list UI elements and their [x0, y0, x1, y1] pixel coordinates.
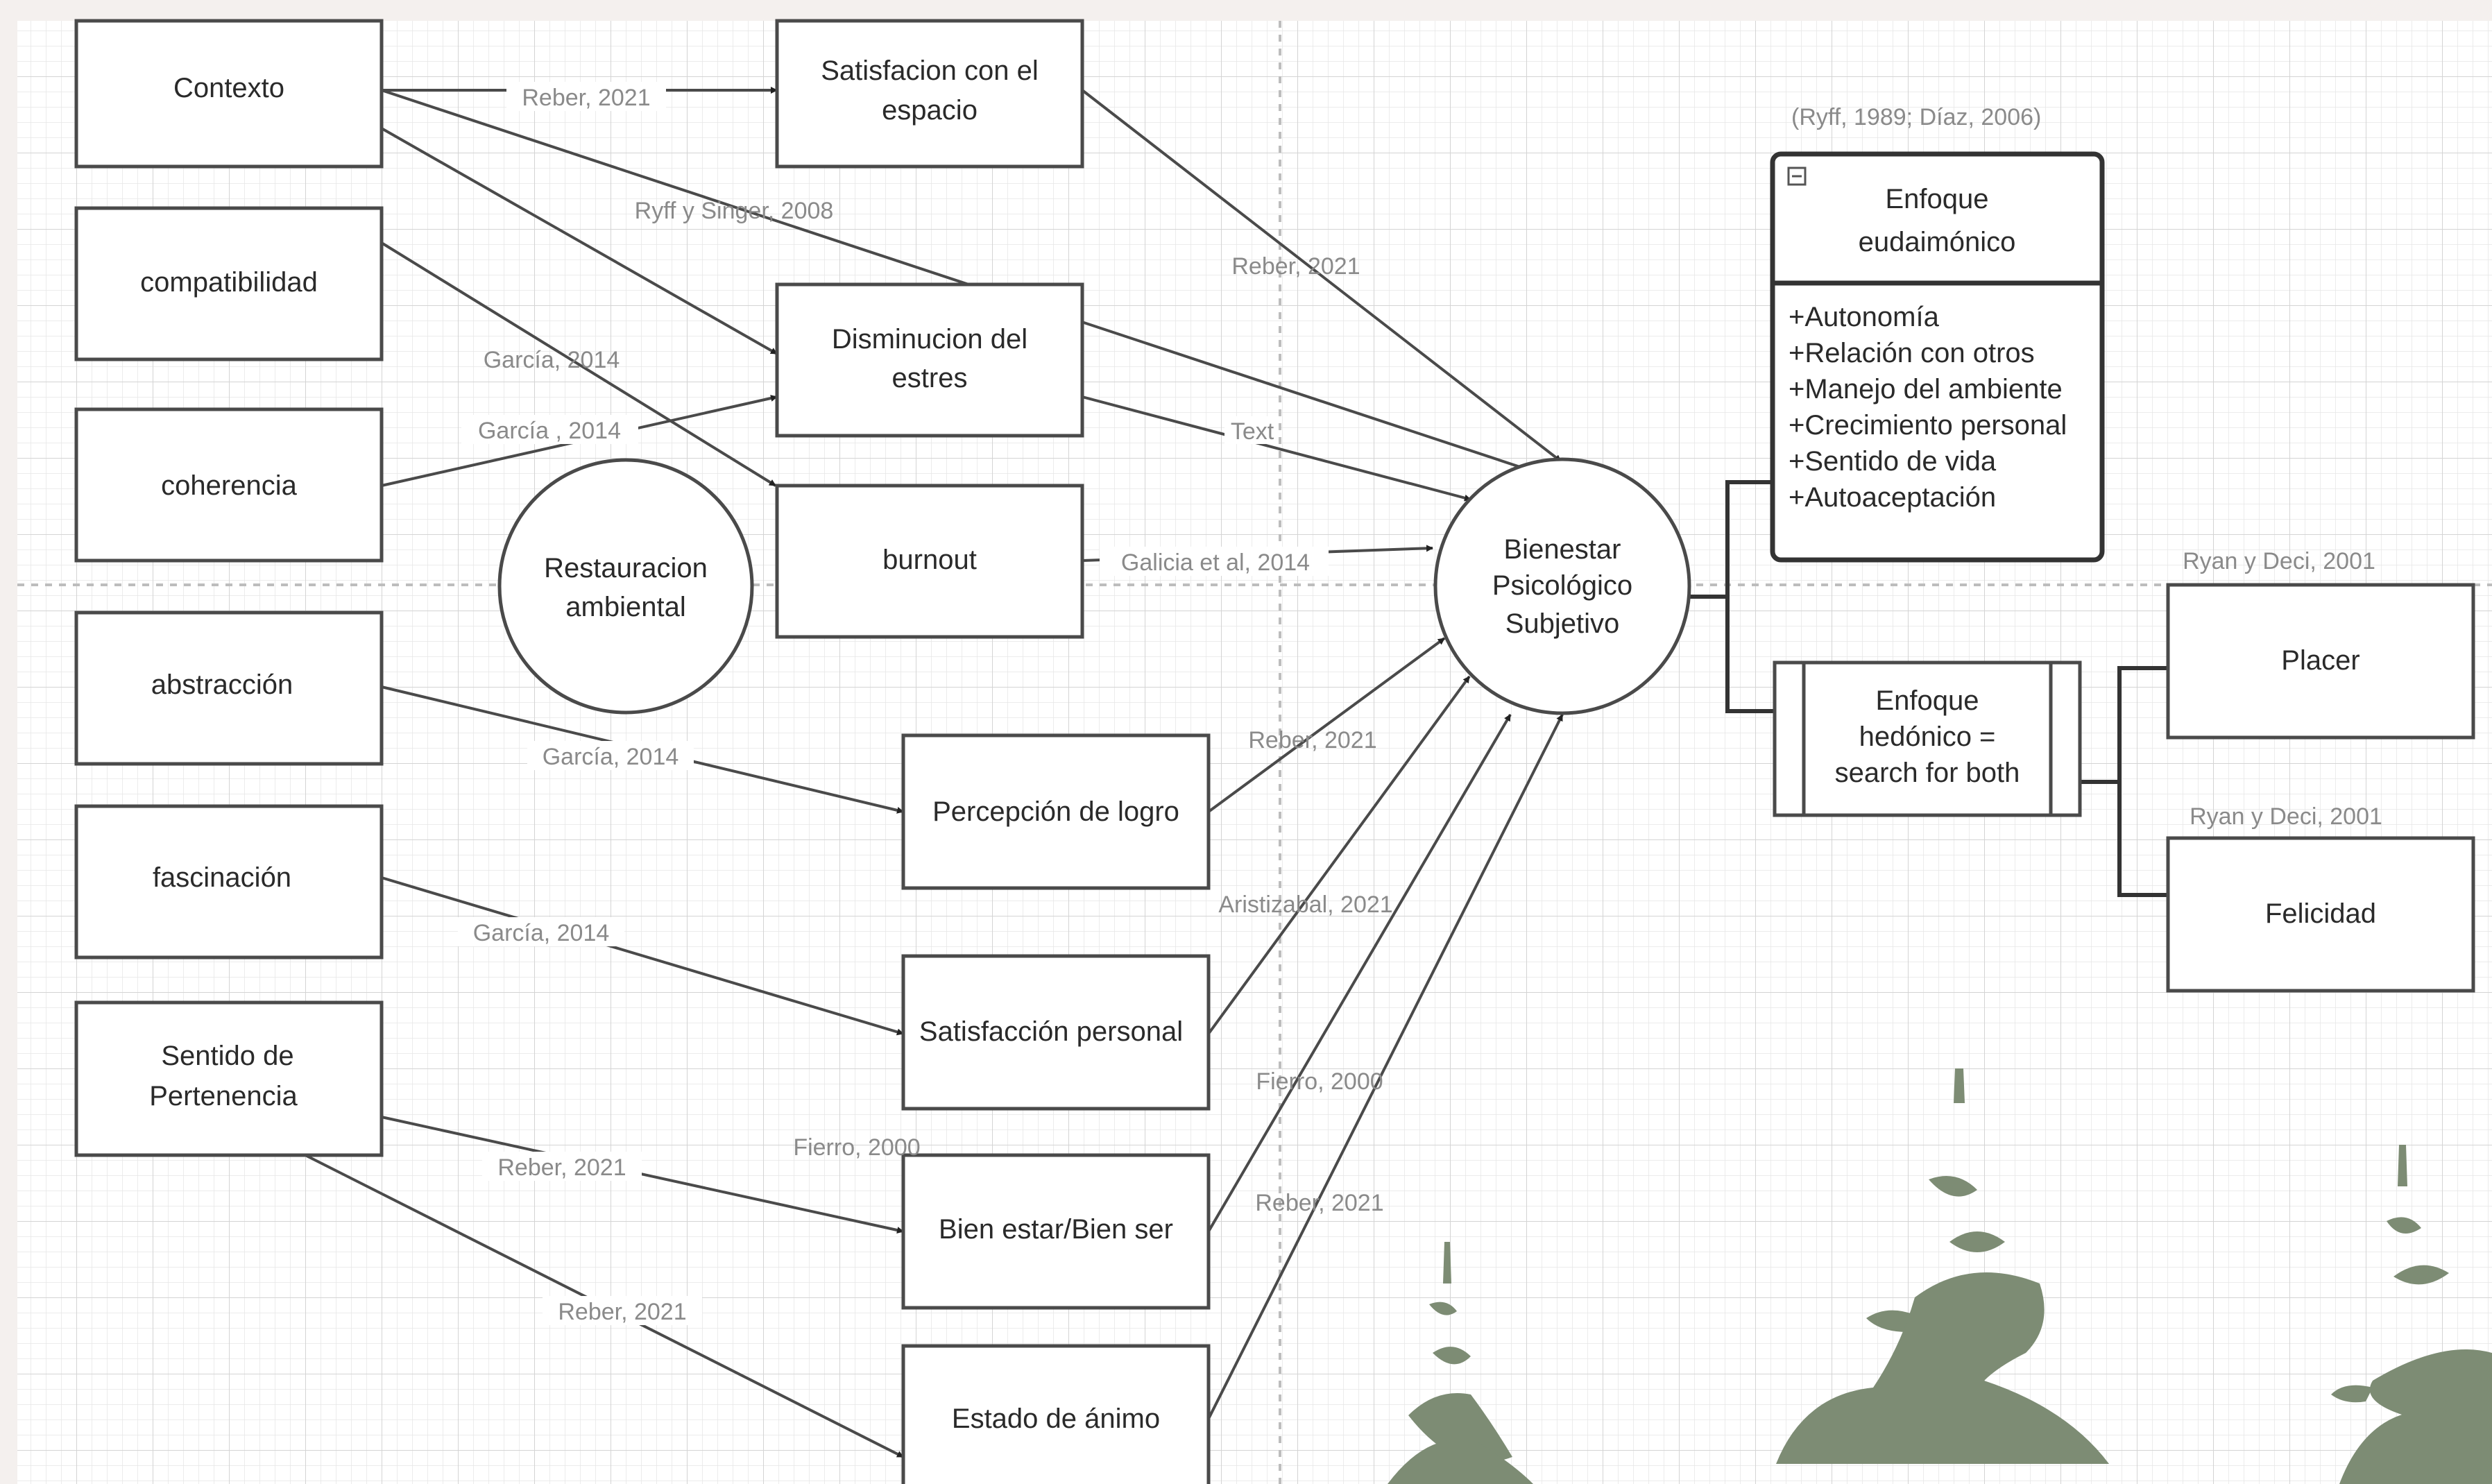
edge-contexto-disminucion — [381, 127, 778, 355]
edge-label: Fierro, 2000 — [1256, 1068, 1383, 1095]
bienestar-label-1: Bienestar — [1504, 534, 1621, 565]
edge-label: Reber, 2021 — [497, 1154, 626, 1181]
edge-fascinacion-satisfaccion — [381, 876, 904, 1036]
box-estado-animo: Estado de ánimo — [901, 1344, 1211, 1484]
box-coherencia: coherencia — [74, 407, 384, 563]
bienestar-label-2: Psicológico — [1492, 570, 1632, 601]
box-satisfaccion-personal-label: Satisfacción personal — [919, 1016, 1183, 1047]
box-enfoque-eudaimonico: (Ryff, 1989; Díaz, 2006) Enfoque eudaimó… — [1770, 104, 2105, 563]
box-burnout-label: burnout — [882, 545, 977, 575]
box-coherencia-label: coherencia — [161, 470, 297, 501]
edge-contexto-bienestar — [381, 89, 1535, 473]
edge-label: García , 2014 — [478, 418, 621, 444]
edge-label: Aristizabal, 2021 — [1218, 892, 1392, 918]
eudaimonico-title-2: eudaimónico — [1859, 227, 2016, 257]
edge-label: García, 2014 — [543, 744, 679, 770]
box-satisfacion-label-2: espacio — [882, 95, 978, 126]
edge-label: Galicia et al, 2014 — [1121, 549, 1310, 576]
edge-satisfacion-bienestar — [1081, 89, 1562, 463]
tree-left — [1388, 1242, 1533, 1484]
box-abstraccion: abstracción — [74, 611, 384, 766]
box-fascinacion: fascinación — [74, 804, 384, 960]
eudaimonic-citation: (Ryff, 1989; Díaz, 2006) — [1791, 104, 2041, 130]
edge-bienestar-ser-bienestar — [1207, 713, 1512, 1233]
box-logro-label: Percepción de logro — [932, 796, 1179, 827]
box-compatibilidad: compatibilidad — [74, 206, 384, 361]
placer-label: Placer — [2281, 645, 2359, 676]
box-felicidad: Felicidad — [2166, 836, 2475, 993]
box-satisfacion-espacio: Satisfacion con el espacio — [775, 19, 1084, 169]
hierarchy-connectors — [1689, 480, 2168, 897]
hedonico-label-3: search for both — [1835, 758, 2020, 788]
box-placer: Placer — [2166, 583, 2475, 740]
box-animo-label: Estado de ánimo — [952, 1404, 1160, 1434]
box-abstraccion-label: abstracción — [151, 669, 293, 700]
circle-bienestar: Bienestar Psicológico Subjetivo — [1433, 457, 1691, 715]
edge-label: Reber, 2021 — [522, 85, 650, 111]
edge-label: Ryan y Deci, 2001 — [2183, 548, 2375, 574]
bienestar-label-3: Subjetivo — [1505, 608, 1620, 639]
tree-middle — [1776, 1068, 2109, 1464]
edge-labels: Reber, 2021 Ryff y Singer, 2008 Reber, 2… — [458, 82, 2382, 1325]
box-satisfacion-label-1: Satisfacion con el — [821, 56, 1039, 86]
edge-animo-bienestar — [1207, 714, 1564, 1419]
box-disminucion-label-1: Disminucion del — [832, 324, 1027, 355]
box-bien-estar: Bien estar/Bien ser — [901, 1153, 1211, 1310]
connector-placer — [2080, 666, 2168, 784]
box-enfoque-hedonico: Enfoque hedónico = search for both — [1773, 660, 2082, 817]
edge-label: Reber, 2021 — [558, 1299, 686, 1325]
box-pertenencia: Sentido de Pertenencia — [74, 1000, 384, 1157]
box-disminucion-label-2: estres — [892, 363, 968, 393]
felicidad-label: Felicidad — [2265, 898, 2376, 929]
box-satisfaccion-personal: Satisfacción personal — [901, 954, 1211, 1111]
edge-label: Reber, 2021 — [1231, 253, 1360, 280]
box-pertenencia-label-2: Pertenencia — [149, 1081, 298, 1111]
eudaimonic-item: +Crecimiento personal — [1789, 410, 2067, 441]
eudaimonico-title-1: Enfoque — [1885, 184, 1988, 214]
edge-satisfaccion-bienestar — [1207, 675, 1471, 1035]
box-pertenencia-label-1: Sentido de — [161, 1041, 293, 1071]
decorative-trees — [1388, 1068, 2492, 1484]
edge-label: Reber, 2021 — [1248, 727, 1376, 753]
edge-compatibilidad-burnout — [380, 241, 777, 487]
restauracion-label-2: ambiental — [565, 592, 685, 622]
hedonico-label-2: hedónico = — [1859, 722, 1996, 752]
edges — [305, 87, 1564, 1458]
box-percepcion-logro: Percepción de logro — [901, 733, 1211, 890]
eudaimonic-item: +Autonomía — [1789, 302, 1940, 332]
restauracion-label-1: Restauracion — [544, 553, 708, 583]
box-bien-estar-label: Bien estar/Bien ser — [939, 1214, 1173, 1245]
edge-label: Text — [1231, 418, 1274, 445]
eudaimonic-item: +Autoaceptación — [1789, 482, 1996, 513]
edge-label: Reber, 2021 — [1255, 1190, 1383, 1216]
connector-hedonico — [1725, 597, 1775, 713]
connector-eudaimonico — [1689, 480, 1773, 599]
eudaimonic-item: +Manejo del ambiente — [1789, 374, 2063, 404]
edge-label: Ryff y Singer, 2008 — [635, 198, 834, 224]
box-compatibilidad-label: compatibilidad — [140, 267, 318, 298]
box-burnout: burnout — [775, 484, 1084, 639]
edge-label: Ryan y Deci, 2001 — [2190, 803, 2382, 830]
hedonico-label-1: Enfoque — [1875, 685, 1979, 716]
edge-label: Fierro, 2000 — [793, 1134, 920, 1161]
edge-pertenencia-bienestar-ser — [381, 1116, 904, 1234]
edge-label: García, 2014 — [473, 920, 610, 946]
box-contexto: Contexto — [74, 19, 384, 169]
eudaimonic-item: +Sentido de vida — [1789, 446, 1997, 477]
box-contexto-label: Contexto — [173, 73, 284, 103]
edge-logro-bienestar — [1207, 637, 1446, 813]
circle-restauracion: Restauracion ambiental — [497, 458, 754, 715]
edge-disminucion-bienestar — [1082, 395, 1471, 502]
edge-label: García, 2014 — [484, 347, 620, 373]
eudaimonic-item: +Relación con otros — [1789, 338, 2035, 368]
tree-right — [2331, 1145, 2492, 1484]
connector-felicidad — [2117, 782, 2168, 897]
box-disminucion-estres: Disminucion del estres — [775, 282, 1084, 438]
box-fascinacion-label: fascinación — [153, 862, 291, 893]
